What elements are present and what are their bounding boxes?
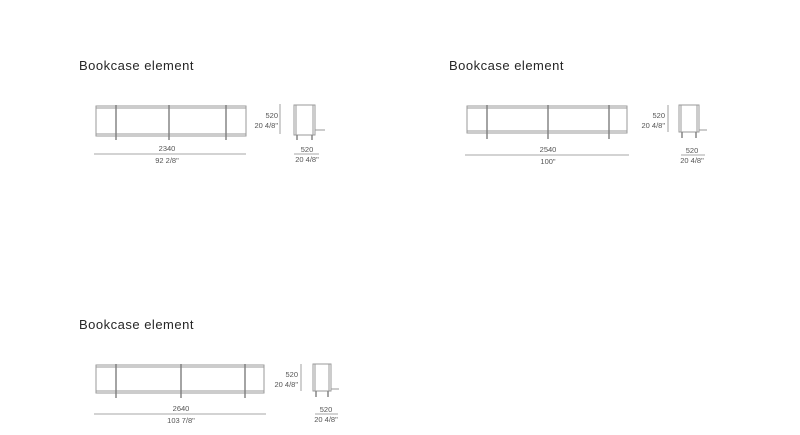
width-in: 92 2/8": [155, 156, 179, 165]
width-mm: 2640: [173, 404, 190, 413]
depth-in: 20 4/8": [295, 155, 319, 164]
side-view: [293, 104, 325, 140]
card-title: Bookcase element: [79, 317, 194, 332]
height-dimension: 520 20 4/8": [274, 364, 302, 391]
card-title: Bookcase element: [79, 58, 194, 73]
height-dimension: 520 20 4/8": [641, 105, 669, 132]
bookcase-drawing: 2340 92 2/8" 520 20 4/8" 520 20 4/8": [94, 104, 325, 165]
depth-in: 20 4/8": [314, 415, 338, 424]
depth-mm: 520: [301, 145, 314, 154]
width-mm: 2340: [159, 144, 176, 153]
depth-dimension: 520 20 4/8": [314, 405, 338, 424]
height-in: 20 4/8": [641, 121, 665, 130]
height-in: 20 4/8": [254, 121, 278, 130]
width-dimension: 2640 103 7/8": [94, 404, 266, 425]
side-view: [678, 104, 707, 138]
front-view: [95, 364, 265, 398]
depth-dimension: 520 20 4/8": [680, 146, 705, 165]
width-mm: 2540: [540, 145, 557, 154]
height-mm: 520: [285, 370, 298, 379]
width-in: 100": [540, 157, 556, 166]
height-mm: 520: [265, 111, 278, 120]
height-in: 20 4/8": [274, 380, 298, 389]
bookcase-drawing: 2640 103 7/8" 520 20 4/8" 520 20 4/8": [94, 363, 339, 425]
card-title: Bookcase element: [449, 58, 564, 73]
depth-mm: 520: [320, 405, 333, 414]
side-view: [312, 363, 339, 397]
height-mm: 520: [652, 111, 665, 120]
front-view: [95, 105, 247, 140]
width-dimension: 2340 92 2/8": [94, 144, 246, 165]
bookcase-drawing: 2540 100" 520 20 4/8" 520 20 4/8": [465, 104, 707, 166]
width-in: 103 7/8": [167, 416, 195, 425]
height-dimension: 520 20 4/8": [254, 104, 281, 134]
front-view: [466, 105, 628, 139]
width-dimension: 2540 100": [465, 145, 629, 166]
depth-mm: 520: [686, 146, 699, 155]
depth-in: 20 4/8": [680, 156, 704, 165]
depth-dimension: 520 20 4/8": [294, 145, 319, 164]
